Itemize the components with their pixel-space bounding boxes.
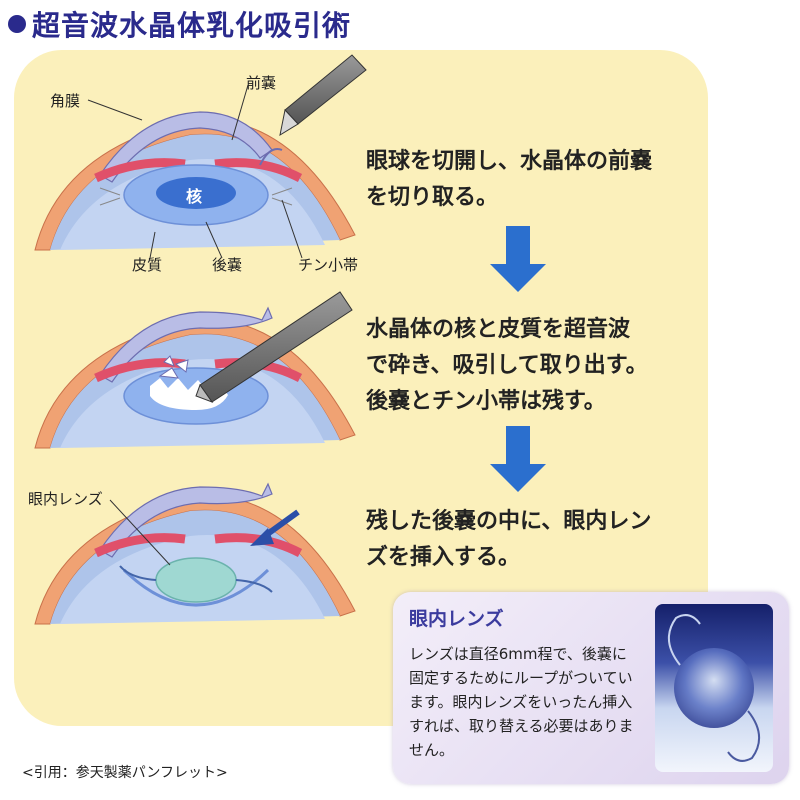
info-body: レンズは直径6mm程で、後嚢に固定するためにループがついています。眼内レンズをい… <box>409 642 641 762</box>
intraocular-lens <box>156 558 236 602</box>
label-anterior-capsule: 前嚢 <box>246 72 276 93</box>
step-2-text: 水晶体の核と皮質を超音波 で砕き、吸引して取り出す。 後嚢とチン小帯は残す。 <box>366 312 648 420</box>
step-1-text: 眼球を切開し、水晶体の前嚢 を切り取る。 <box>366 144 652 216</box>
info-heading: 眼内レンズ <box>409 604 504 631</box>
label-posterior-capsule: 後嚢 <box>212 254 242 275</box>
down-arrow-icon <box>490 426 546 492</box>
down-arrow-icon <box>490 226 546 292</box>
eye-diagram-1 <box>35 112 355 250</box>
step-3-text: 残した後嚢の中に、眼内レン ズを挿入する。 <box>366 504 651 576</box>
citation: <引用：参天製薬パンフレット> <box>22 762 228 782</box>
label-cortex: 皮質 <box>132 254 162 275</box>
label-zonule: チン小帯 <box>298 254 358 275</box>
iol-info-box: 眼内レンズ レンズは直径6mm程で、後嚢に固定するためにループがついています。眼… <box>393 592 789 784</box>
label-iol: 眼内レンズ <box>28 488 103 509</box>
label-nucleus: 核 <box>186 183 202 207</box>
scalpel-icon <box>280 55 366 135</box>
label-cornea: 角膜 <box>50 90 80 111</box>
